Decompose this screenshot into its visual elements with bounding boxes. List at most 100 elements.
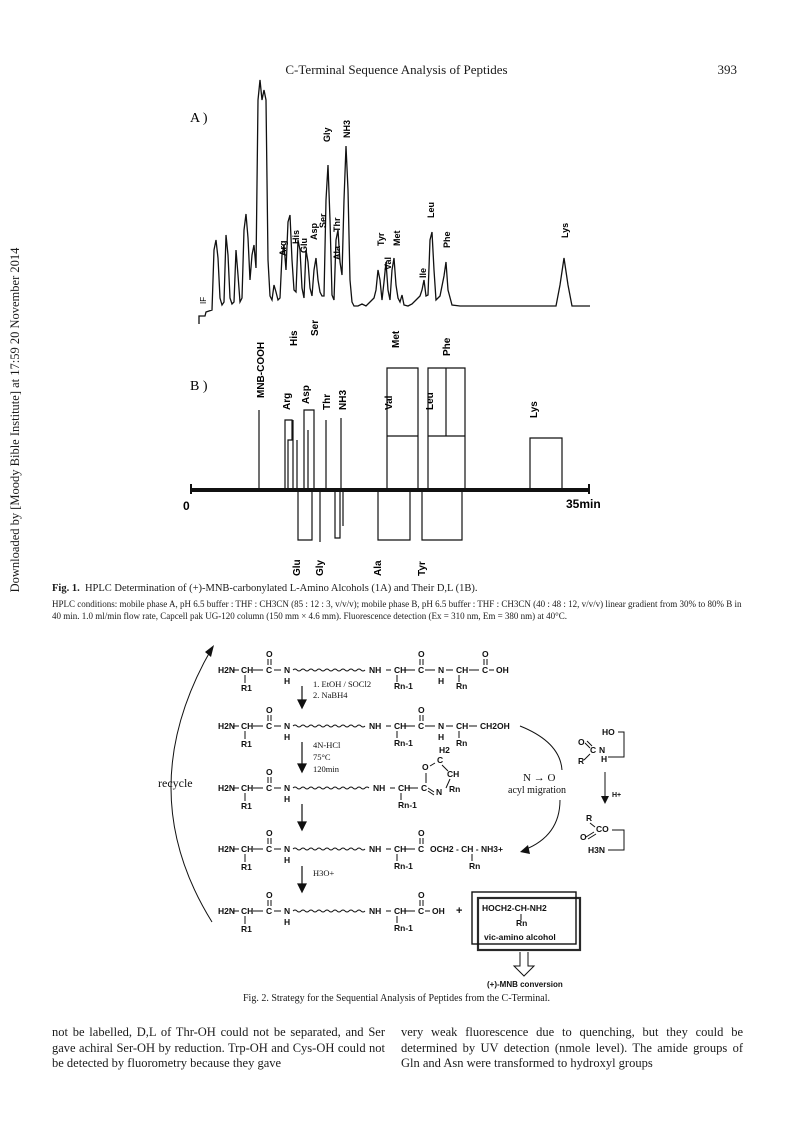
r3-c: C <box>266 783 272 793</box>
r2-nh: NH <box>369 721 381 731</box>
alcohol-rn: Rn <box>516 918 527 928</box>
r5-h2n: H2N <box>218 906 235 916</box>
side-n: N <box>599 745 605 755</box>
r1-rn: Rn <box>456 681 467 691</box>
r2-h: H <box>284 732 290 742</box>
body-text-column-1: not be labelled, D,L of Thr-OH could not… <box>52 1025 385 1070</box>
r4-n: N <box>284 844 290 854</box>
scheme-row-4: O O H2N CH C N H R1 NH CH C OCH2 - CH - … <box>218 828 503 872</box>
peptide-chains <box>292 668 370 913</box>
time-axis <box>190 488 590 492</box>
label-ala-b: Ala <box>373 560 384 576</box>
alcohol-name: vic-amino alcohol <box>484 932 556 942</box>
figure-1-caption-text: HPLC Determination of (+)-MNB-carbonylat… <box>84 583 478 594</box>
peak-label-phe: Phe <box>442 231 452 248</box>
r1-rn1: Rn-1 <box>394 681 413 691</box>
r4-o1: O <box>266 828 273 838</box>
bar-glu <box>297 492 313 541</box>
peak-label-ile: Ile <box>418 268 428 278</box>
scheme-row-5: O O H2N CH C N H R1 NH CH C OH + Rn-1 <box>218 890 462 934</box>
side-o: O <box>578 737 585 747</box>
r2-h2: H <box>438 732 444 742</box>
r4-r1: R1 <box>241 862 252 872</box>
peak-label-leu: Leu <box>426 202 436 218</box>
peak-label-ser: Ser <box>318 213 328 228</box>
running-title: C-Terminal Sequence Analysis of Peptides <box>285 62 508 77</box>
label-his-b: His <box>289 330 300 346</box>
r5-r1: R1 <box>241 924 252 934</box>
r4-h2n: H2N <box>218 844 235 854</box>
migration-arrowhead <box>520 845 530 854</box>
r5-c2: C <box>418 906 424 916</box>
r1-o-top3: O <box>482 649 489 659</box>
bar-tyr <box>421 492 463 541</box>
peak-label-arg: Arg <box>278 241 288 257</box>
r5-ch: CH <box>241 906 253 916</box>
r3-ch: CH <box>241 783 253 793</box>
r1-n2: N <box>438 665 444 675</box>
r3-ch2: CH <box>398 783 410 793</box>
side-h3n: H3N <box>588 845 605 855</box>
r1-n: N <box>284 665 290 675</box>
r2-o1: O <box>266 705 273 715</box>
figure-1-caption-number: Fig. 1. <box>52 583 80 594</box>
r5-ch2: CH <box>394 906 406 916</box>
peak-label-glu: Glu <box>299 238 309 253</box>
axis-end-label: 35min <box>566 497 601 511</box>
label-gly-b: Gly <box>315 559 326 576</box>
r2-ch3: CH <box>456 721 468 731</box>
side-mechanism: HO O C N H R H+ R CO O H3N <box>578 727 625 855</box>
r3-ring-c: C <box>437 755 443 765</box>
label-glu-b: Glu <box>292 559 303 576</box>
label-arg-b: Arg <box>282 393 293 410</box>
step-2-line-3: 120min <box>313 764 340 774</box>
vic-amino-alcohol-box: HOCH2-CH-NH2 Rn vic-amino alcohol <box>471 891 582 952</box>
scheme-row-1: O O O H2N CH C N H R1 NH CH C N H CH C O… <box>218 649 509 693</box>
peak-label-asp: Asp <box>309 222 319 240</box>
figure-2-caption: Fig. 2. Strategy for the Sequential Anal… <box>242 993 551 1004</box>
figure-1-caption: Fig. 1. HPLC Determination of (+)-MNB-ca… <box>52 582 742 622</box>
r2-n2: N <box>438 721 444 731</box>
step-1-line-1: 1. EtOH / SOCl2 <box>313 679 371 689</box>
if-label: IF <box>199 297 208 304</box>
peak-label-met: Met <box>392 230 402 246</box>
label-phe-b: Phe <box>442 337 453 356</box>
r1-c2: C <box>418 665 424 675</box>
peak-label-tyr: Tyr <box>376 232 386 246</box>
r2-rn: Rn <box>456 738 467 748</box>
r1-c3: C <box>482 665 488 675</box>
migration-arc-bottom <box>523 799 561 851</box>
bar-leu-phe <box>427 367 466 488</box>
r5-o2: O <box>418 890 425 900</box>
step-2-line-2: 75°C <box>313 752 331 762</box>
r5-nh: NH <box>369 906 381 916</box>
peak-label-val: Val <box>383 257 393 270</box>
r2-r1: R1 <box>241 739 252 749</box>
recycle-arrowhead <box>205 645 214 657</box>
r1-oh: OH <box>496 665 509 675</box>
peak-label-his: His <box>291 230 301 244</box>
label-asp-b: Asp <box>301 385 312 404</box>
r1-h2n: H2N <box>218 665 235 675</box>
recycle-arrow <box>170 647 213 923</box>
r4-rn: Rn <box>469 861 480 871</box>
r5-oh: OH <box>432 906 445 916</box>
r3-ring-o: O <box>422 762 429 772</box>
reaction-arrows <box>297 686 307 894</box>
r1-ch2: CH <box>394 665 406 675</box>
label-tyr-b: Tyr <box>417 561 428 576</box>
r1-o-top: O <box>266 649 273 659</box>
side-r-top: R <box>578 756 584 766</box>
bar-ala <box>377 492 411 541</box>
peak-label-thr: Thr <box>332 217 342 232</box>
r5-c: C <box>266 906 272 916</box>
label-nh3-b: NH3 <box>338 390 349 410</box>
alcohol-formula: HOCH2-CH-NH2 <box>482 903 547 913</box>
r2-rn1: Rn-1 <box>394 738 413 748</box>
step-1-line-2: 2. NaBH4 <box>313 690 348 700</box>
r2-c: C <box>266 721 272 731</box>
conversion-label: (+)-MNB conversion <box>487 980 563 989</box>
side-h: H <box>601 754 607 764</box>
r5-n: N <box>284 906 290 916</box>
r4-ch2: CH <box>394 844 406 854</box>
